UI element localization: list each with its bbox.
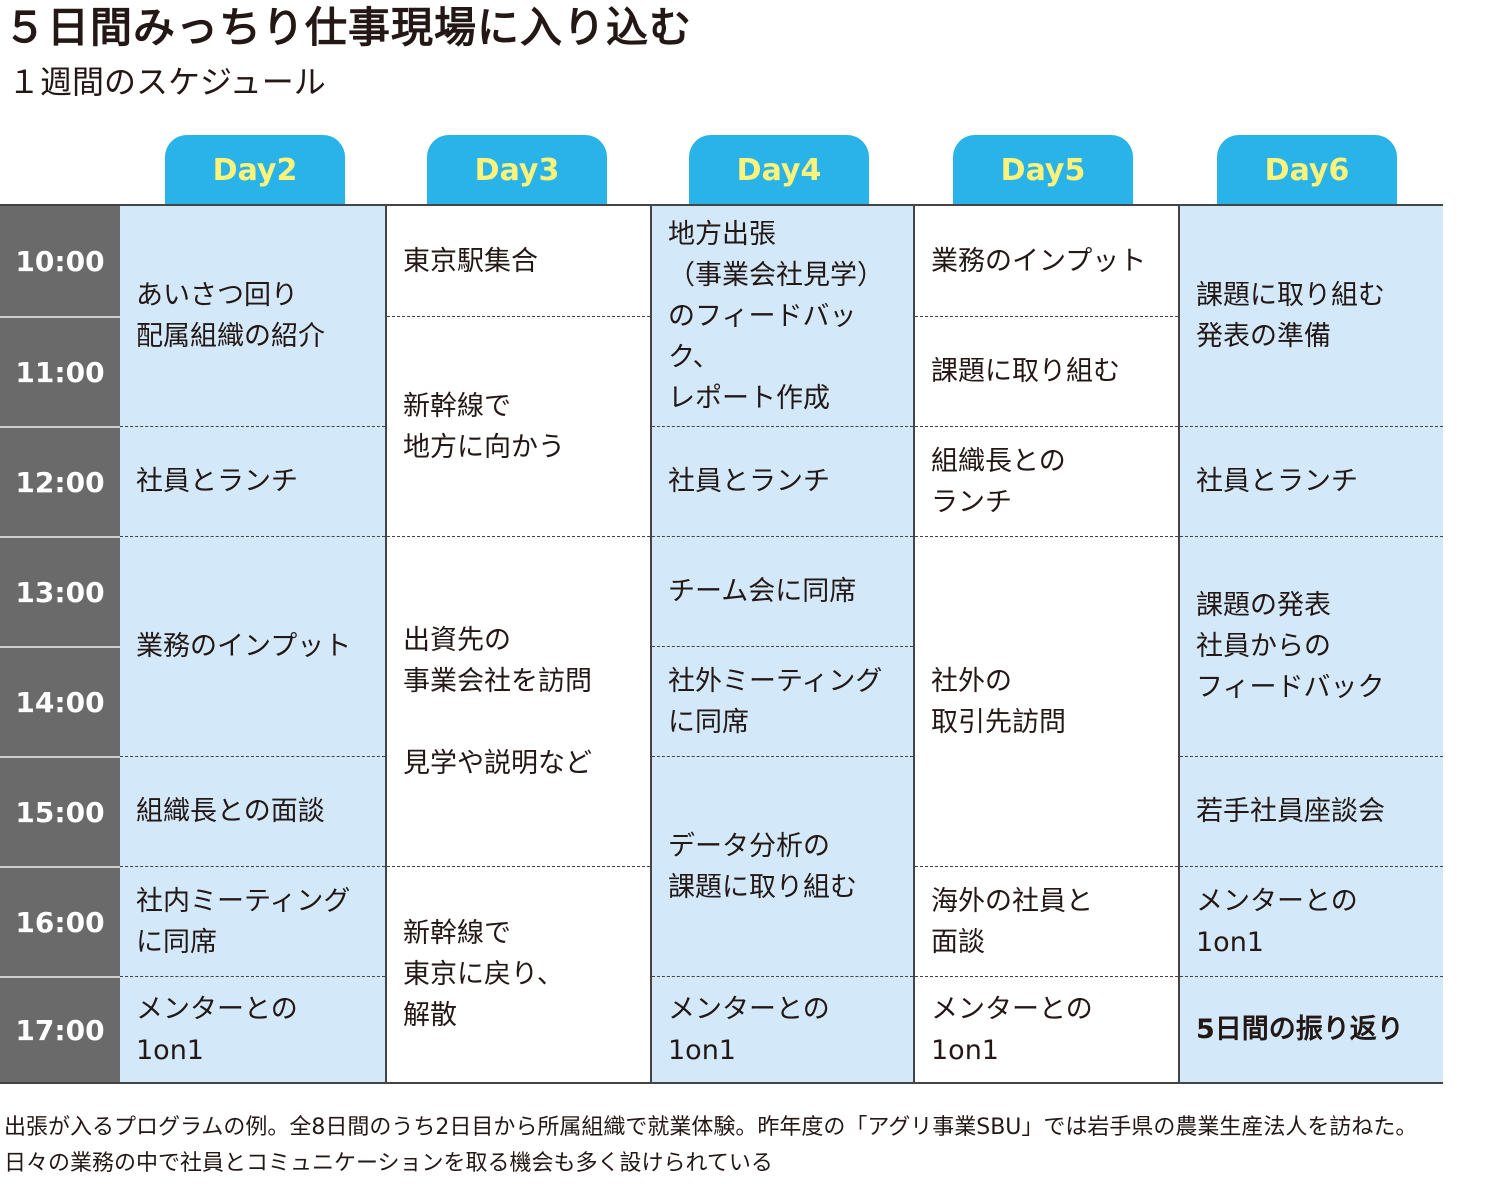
schedule-cell: 地方出張 （事業会社見学） のフィードバック、 レポート作成 — [668, 218, 884, 414]
schedule-cell: 社員とランチ — [652, 426, 913, 536]
time-label: 12:00 — [0, 426, 120, 536]
day6-column: 課題に取り組む 発表の準備 社員とランチ 課題の発表 社員からの フィードバック… — [1178, 206, 1443, 1082]
time-label: 17:00 — [0, 976, 120, 1082]
schedule-cell: 社外の 取引先訪問 — [915, 536, 1178, 866]
schedule-cell: チーム会に同席 — [652, 536, 913, 646]
day4-column: 地方出張 （事業会社見学） のフィードバック、 レポート作成 社員とランチ チー… — [650, 206, 913, 1082]
page-title: ５日間みっちり仕事現場に入り込む — [4, 3, 693, 52]
schedule-grid: 10:00 11:00 12:00 13:00 14:00 15:00 16:0… — [0, 204, 1443, 1084]
time-label: 10:00 — [0, 206, 120, 316]
schedule-cell: 業務のインプット — [931, 245, 1147, 277]
day2-column: あいさつ回り 配属組織の紹介 社員とランチ 業務のインプット 組織長との面談 社… — [120, 206, 385, 1082]
time-label: 11:00 — [0, 316, 120, 426]
tab-day4: Day4 — [689, 135, 869, 205]
day5-column: 業務のインプット 課題に取り組む 組織長との ランチ 社外の 取引先訪問 海外の… — [913, 206, 1178, 1082]
schedule-cell: メンターとの 1on1 — [652, 976, 913, 1082]
schedule-cell: 課題の発表 社員からの フィードバック — [1180, 536, 1443, 756]
schedule-cell: 東京駅集合 — [403, 245, 538, 277]
time-label: 15:00 — [0, 756, 120, 866]
time-label: 16:00 — [0, 866, 120, 976]
schedule-cell: 5日間の振り返り — [1180, 976, 1443, 1082]
schedule-cell: 組織長との ランチ — [915, 426, 1178, 536]
schedule-cell: 社外ミーティング に同席 — [652, 646, 913, 756]
page-subtitle: １週間のスケジュール — [8, 63, 326, 101]
schedule-cell: 社員とランチ — [120, 426, 385, 536]
time-label: 14:00 — [0, 646, 120, 756]
schedule-cell: あいさつ回り 配属組織の紹介 — [136, 280, 325, 352]
tab-day5: Day5 — [953, 135, 1133, 205]
schedule-cell: 組織長との面談 — [120, 756, 385, 866]
schedule-cell: 社員とランチ — [1180, 426, 1443, 536]
tab-day2: Day2 — [165, 135, 345, 205]
schedule-cell: メンターとの 1on1 — [915, 976, 1178, 1082]
schedule-cell: 新幹線で 東京に戻り、 解散 — [387, 866, 650, 1082]
schedule-cell: データ分析の 課題に取り組む — [652, 756, 913, 976]
tab-day3: Day3 — [427, 135, 607, 205]
schedule-cell: メンターとの 1on1 — [120, 976, 385, 1082]
tab-day6: Day6 — [1217, 135, 1397, 205]
caption: 出張が入るプログラムの例。全8日間のうち2日目から所属組織で就業体験。昨年度の「… — [4, 1115, 1418, 1176]
schedule-cell: 業務のインプット — [120, 536, 385, 756]
schedule-cell: メンターとの 1on1 — [1180, 866, 1443, 976]
time-label: 13:00 — [0, 536, 120, 646]
schedule-cell: 課題に取り組む — [915, 316, 1178, 426]
day3-column: 東京駅集合 新幹線で 地方に向かう 出資先の 事業会社を訪問 見学や説明など 新… — [385, 206, 650, 1082]
schedule-cell: 社内ミーティング に同席 — [120, 866, 385, 976]
schedule-cell: 課題に取り組む 発表の準備 — [1196, 280, 1385, 352]
schedule-cell: 出資先の 事業会社を訪問 見学や説明など — [387, 536, 650, 866]
schedule-cell: 新幹線で 地方に向かう — [387, 316, 650, 536]
schedule-cell: 若手社員座談会 — [1180, 756, 1443, 866]
schedule-cell: 海外の社員と 面談 — [915, 866, 1178, 976]
